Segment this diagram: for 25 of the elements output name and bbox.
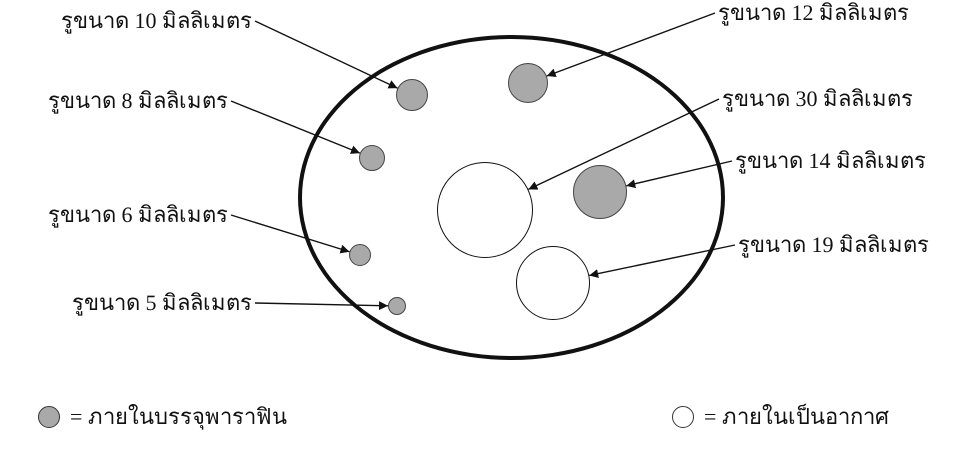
paraffin-filled-hole xyxy=(573,165,627,219)
leader-arrow xyxy=(589,244,736,278)
paraffin-filled-hole xyxy=(508,63,548,103)
leader-arrow xyxy=(230,214,350,254)
size-label: รูขนาด 5 มิลลิเมตร xyxy=(72,290,252,316)
size-label: รูขนาด 6 มิลลิเมตร xyxy=(48,202,228,228)
legend-text: = ภายในบรรจุพาราฟิน xyxy=(70,404,287,430)
size-label: รูขนาด 12 มิลลิเมตร xyxy=(718,0,909,26)
legend-text: = ภายในเป็นอากาศ xyxy=(704,404,889,430)
size-label: รูขนาด 8 มิลลิเมตร xyxy=(48,88,228,114)
leader-arrow xyxy=(254,301,388,310)
leader-arrow xyxy=(528,98,720,190)
size-label: รูขนาด 30 มิลลิเมตร xyxy=(722,86,913,112)
size-label: รูขนาด 19 มิลลิเมตร xyxy=(738,232,929,258)
paraffin-filled-hole xyxy=(396,79,428,111)
size-label: รูขนาด 10 มิลลิเมตร xyxy=(61,8,252,34)
leader-arrow xyxy=(230,100,360,154)
size-label: รูขนาด 14 มิลลิเมตร xyxy=(735,148,926,174)
paraffin-filled-hole xyxy=(388,297,406,315)
specimen-circle xyxy=(298,35,725,360)
paraffin-filled-hole xyxy=(349,244,371,266)
paraffin-filled-hole xyxy=(359,145,385,171)
leader-arrow xyxy=(626,160,732,188)
leader-arrow xyxy=(254,20,398,89)
leader-arrow xyxy=(546,12,716,78)
